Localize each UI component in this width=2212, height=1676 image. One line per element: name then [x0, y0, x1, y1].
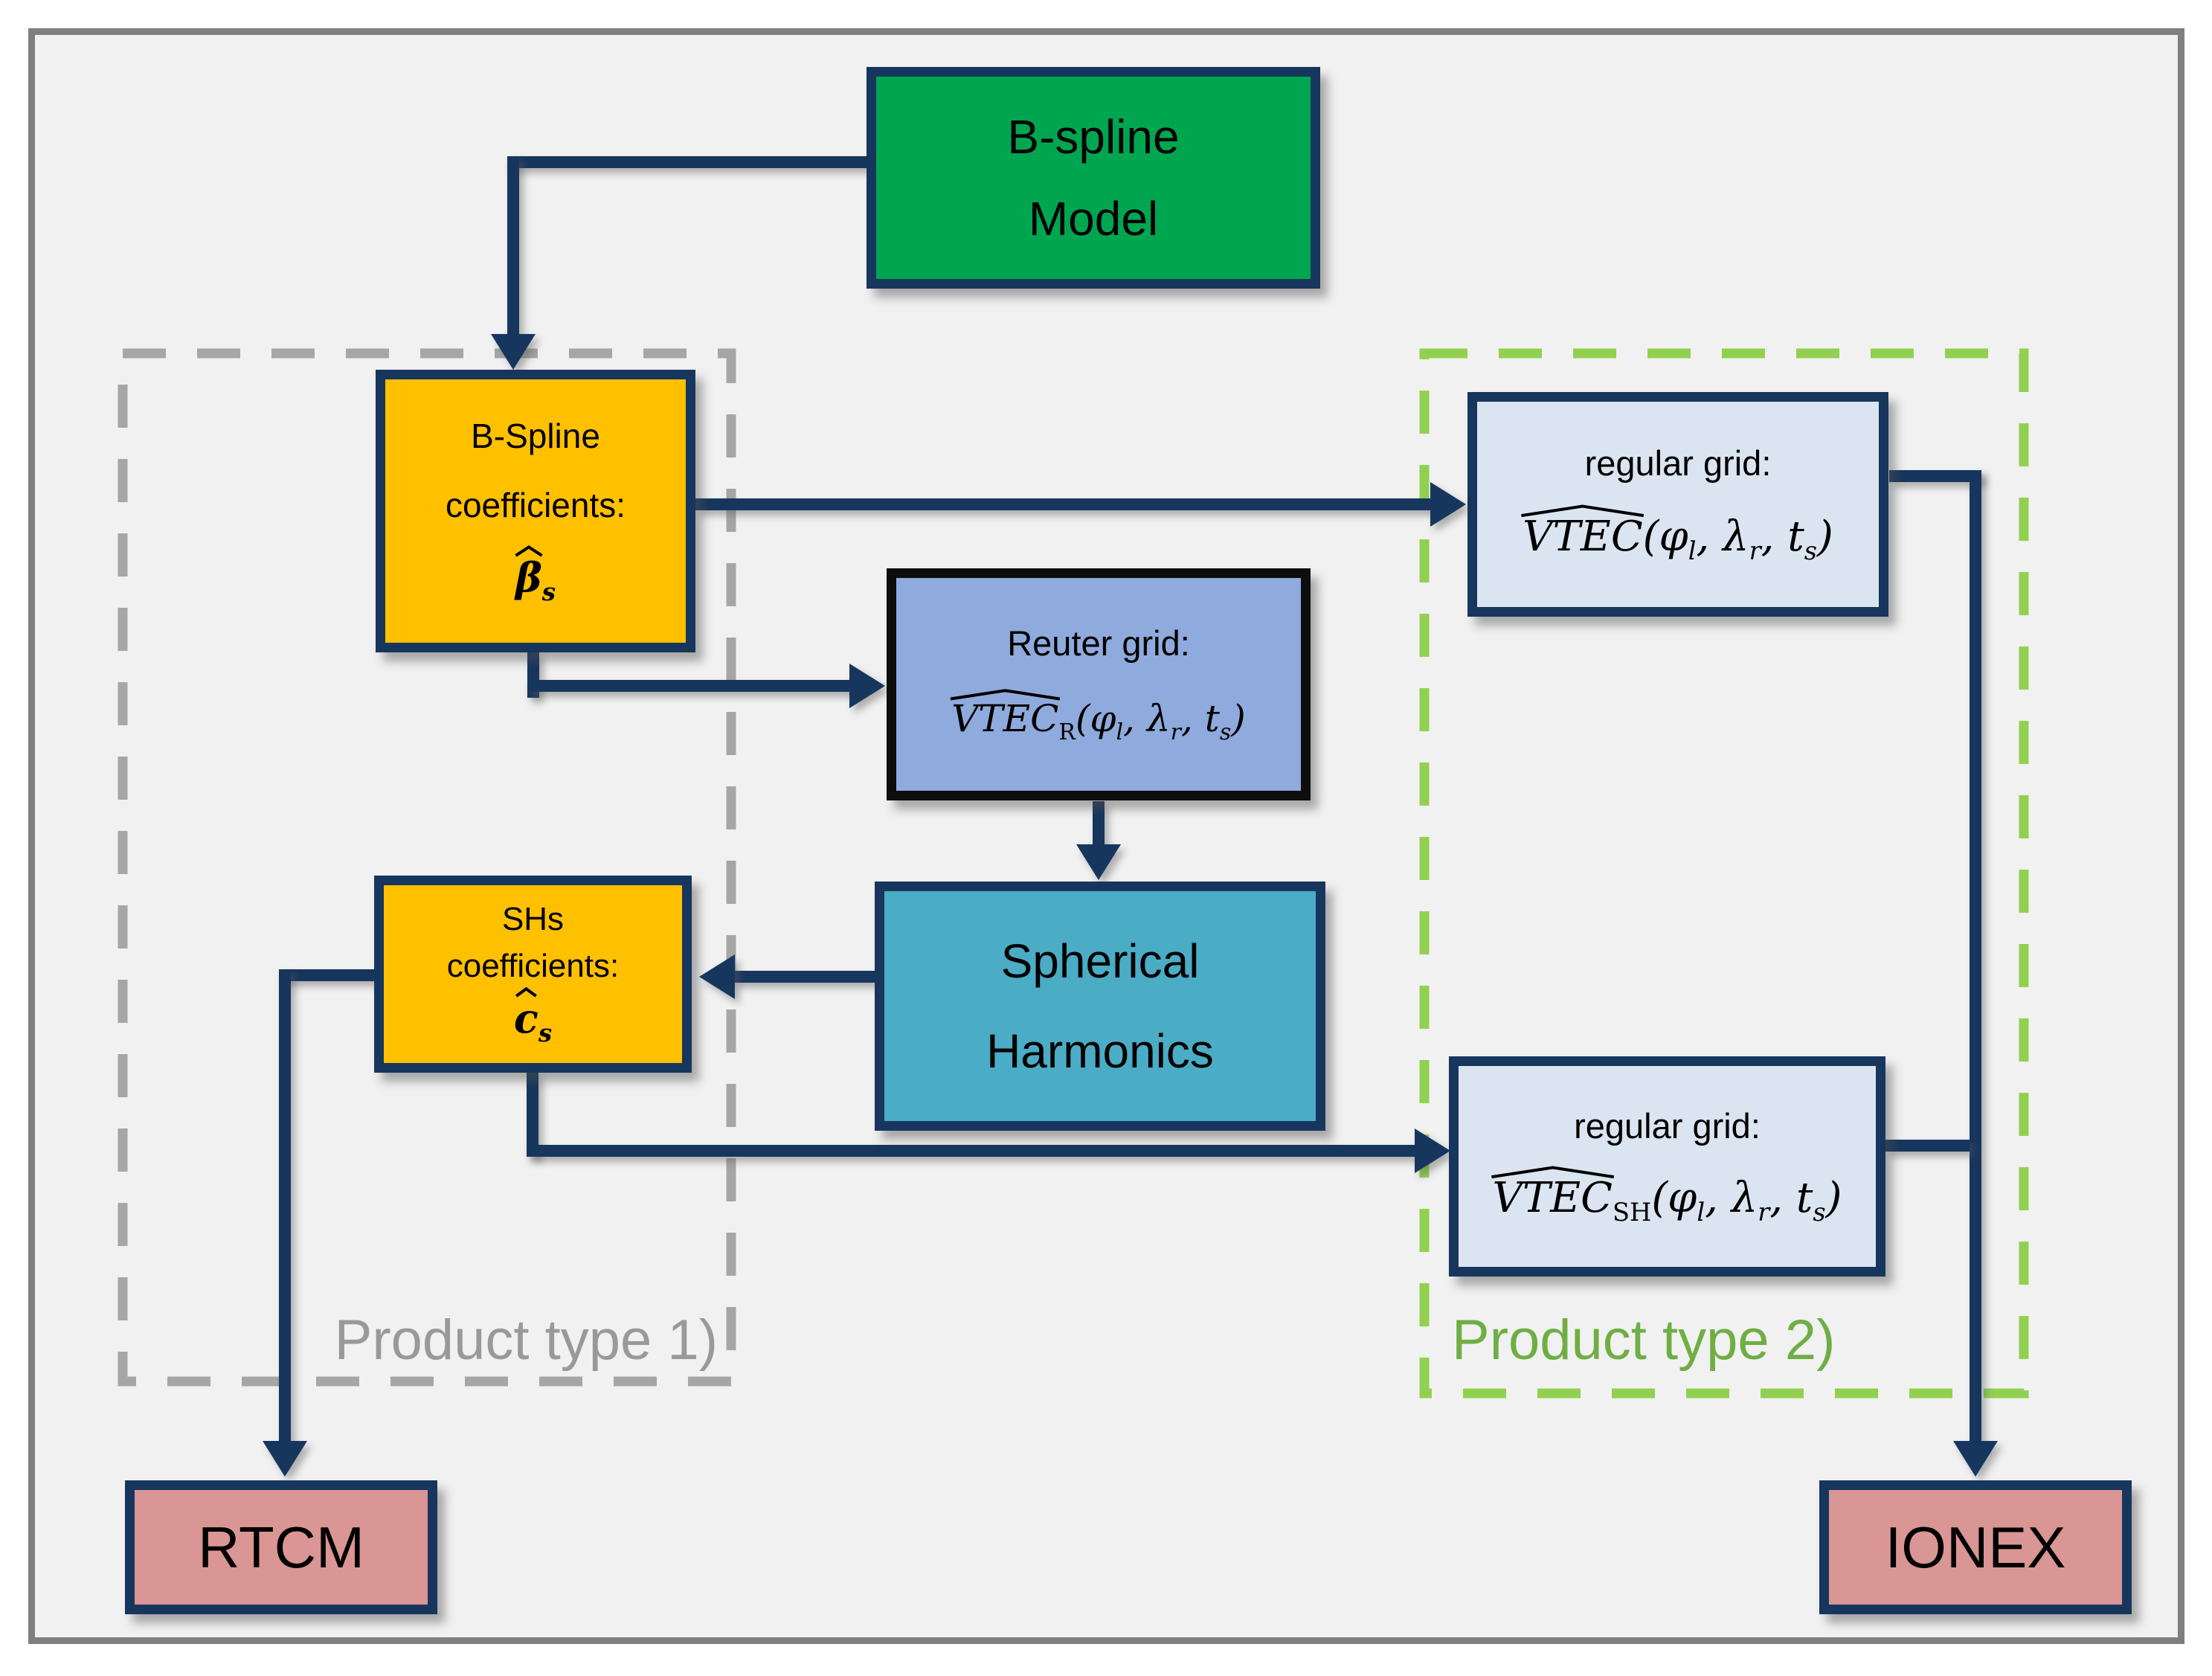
c-symbol: c: [513, 994, 538, 1042]
beta-symbol: β: [515, 553, 542, 601]
vtec-symbol: VTEC: [1523, 513, 1643, 562]
product-type-2-label: Product type 2): [1452, 1309, 1836, 1372]
node-bspline-model: B-spline Model: [867, 67, 1320, 289]
bspline-coefficients-symbol: β s: [515, 554, 556, 606]
arrowhead-into-regular-grid: [1430, 482, 1466, 527]
spherical-harmonics-line1: Spherical: [1000, 934, 1200, 988]
arrow-sh-coefficients-to-rtcm-drop: [279, 969, 291, 1443]
regular-grid-bottom-formula: VTEC SH(φl, λr, ts): [1493, 1175, 1842, 1227]
product-type-1-group-border: [118, 348, 736, 1387]
bspline-coefficients-line2: coefficients:: [445, 485, 626, 524]
node-sh-coefficients: SHs coefficients: c s: [374, 876, 692, 1073]
vtec-sh-symbol: VTEC: [1492, 1174, 1613, 1223]
regular-grid-bottom-label: regular grid:: [1574, 1105, 1761, 1146]
regular-grid-top-label: regular grid:: [1584, 443, 1772, 483]
vtec-sh-arguments: (φl, λr, ts): [1651, 1174, 1842, 1227]
arrowhead-into-spherical: [1076, 844, 1121, 880]
node-rtcm: RTCM: [125, 1480, 437, 1614]
widehat-accent-icon: [948, 689, 1062, 700]
arrow-reuter-to-spherical: [1093, 801, 1105, 848]
bspline-model-line1: B-spline: [1007, 110, 1180, 164]
node-regular-grid-bottom: regular grid: VTEC SH(φl, λr, ts): [1449, 1056, 1885, 1277]
node-ionex: IONEX: [1819, 1480, 2132, 1614]
arrowhead-into-reuter: [849, 664, 885, 708]
arrowhead-into-coefficients: [491, 334, 536, 370]
arrow-spherical-to-sh-coefficients: [732, 971, 875, 983]
arrowhead-into-ionex: [1953, 1441, 1998, 1477]
c-subscript: s: [538, 1018, 553, 1047]
rtcm-label: RTCM: [198, 1514, 364, 1580]
arrow-coefficients-to-reuter: [527, 680, 855, 692]
arrowhead-into-sh-coefficients: [699, 954, 735, 999]
regular-grid-top-formula: VTEC (φl, λr, ts): [1523, 513, 1833, 566]
vtec-sh-subscript: SH: [1613, 1198, 1652, 1227]
spherical-harmonics-line2: Harmonics: [986, 1024, 1214, 1078]
sh-coefficients-symbol: c s: [514, 995, 552, 1047]
reuter-grid-label: Reuter grid:: [1007, 623, 1190, 664]
arrow-regular-grid-bottom-to-trunk: [1885, 1140, 1970, 1152]
arrow-coefficients-to-regular-grid: [695, 498, 1439, 510]
arrow-trunk-to-ionex: [1970, 470, 1981, 1441]
diagram-frame: [28, 28, 2184, 1644]
arrow-model-to-coefficients: [507, 156, 867, 168]
bspline-coefficients-line1: B-Spline: [471, 416, 600, 455]
arrow-model-to-coefficients-drop: [507, 156, 519, 336]
vtec-r-symbol: VTEC: [951, 697, 1059, 741]
node-reuter-grid: Reuter grid: VTEC R(φl, λr, ts): [887, 568, 1311, 800]
hat-accent-icon: [515, 545, 543, 557]
vtec-arguments: (φl, λr, ts): [1642, 513, 1833, 566]
widehat-accent-icon: [1489, 1166, 1616, 1178]
reuter-grid-formula: VTEC R(φl, λr, ts): [951, 698, 1246, 746]
bspline-model-line2: Model: [1028, 192, 1159, 245]
hat-accent-icon: [513, 986, 539, 998]
node-spherical-harmonics: Spherical Harmonics: [875, 882, 1325, 1131]
sh-coefficients-line1: SHs: [501, 901, 565, 938]
arrow-sh-coefficients-to-grid: [527, 1145, 1418, 1157]
arrow-sh-coefficients-to-rtcm: [279, 969, 374, 981]
vtec-r-subscript: R: [1058, 719, 1076, 746]
arrow-sh-coefficients-to-grid-drop: [527, 1073, 538, 1157]
node-regular-grid-top: regular grid: VTEC (φl, λr, ts): [1467, 392, 1888, 617]
vtec-r-arguments: (φl, λr, ts): [1076, 697, 1246, 746]
arrow-regular-grid-to-trunk: [1889, 470, 1981, 482]
widehat-accent-icon: [1519, 504, 1646, 517]
node-bspline-coefficients: B-Spline coefficients: β s: [376, 370, 695, 652]
ionex-label: IONEX: [1885, 1514, 2066, 1580]
product-type-2-group-border: [1419, 348, 2029, 1399]
product-type-1-label: Product type 1): [334, 1309, 718, 1372]
arrowhead-into-regular-grid-bottom: [1415, 1128, 1450, 1173]
sh-coefficients-line2: coefficients:: [446, 948, 620, 985]
beta-subscript: s: [541, 577, 556, 606]
arrowhead-into-rtcm: [263, 1441, 307, 1477]
